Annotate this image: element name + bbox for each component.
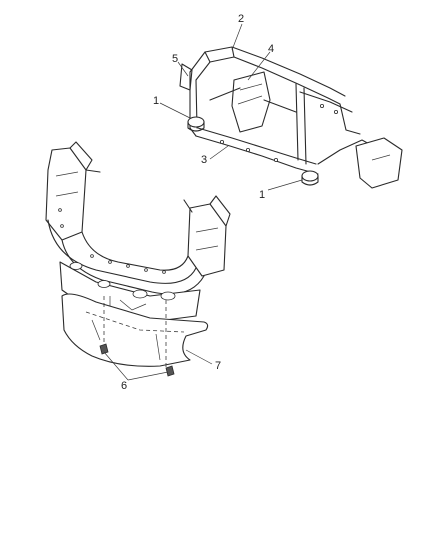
callout-1-lower: 1 xyxy=(259,189,265,201)
radiator-support-assembly xyxy=(179,46,403,189)
callout-2: 2 xyxy=(238,13,244,25)
callout-7: 7 xyxy=(215,360,221,372)
fasteners xyxy=(99,343,175,377)
callout-3: 3 xyxy=(201,154,207,166)
leader-lines xyxy=(103,23,303,381)
callout-1-upper: 1 xyxy=(153,95,159,107)
splash-shield xyxy=(61,293,209,367)
callout-5: 5 xyxy=(172,53,178,65)
callout-4: 4 xyxy=(268,43,274,55)
callout-6: 6 xyxy=(121,380,127,392)
